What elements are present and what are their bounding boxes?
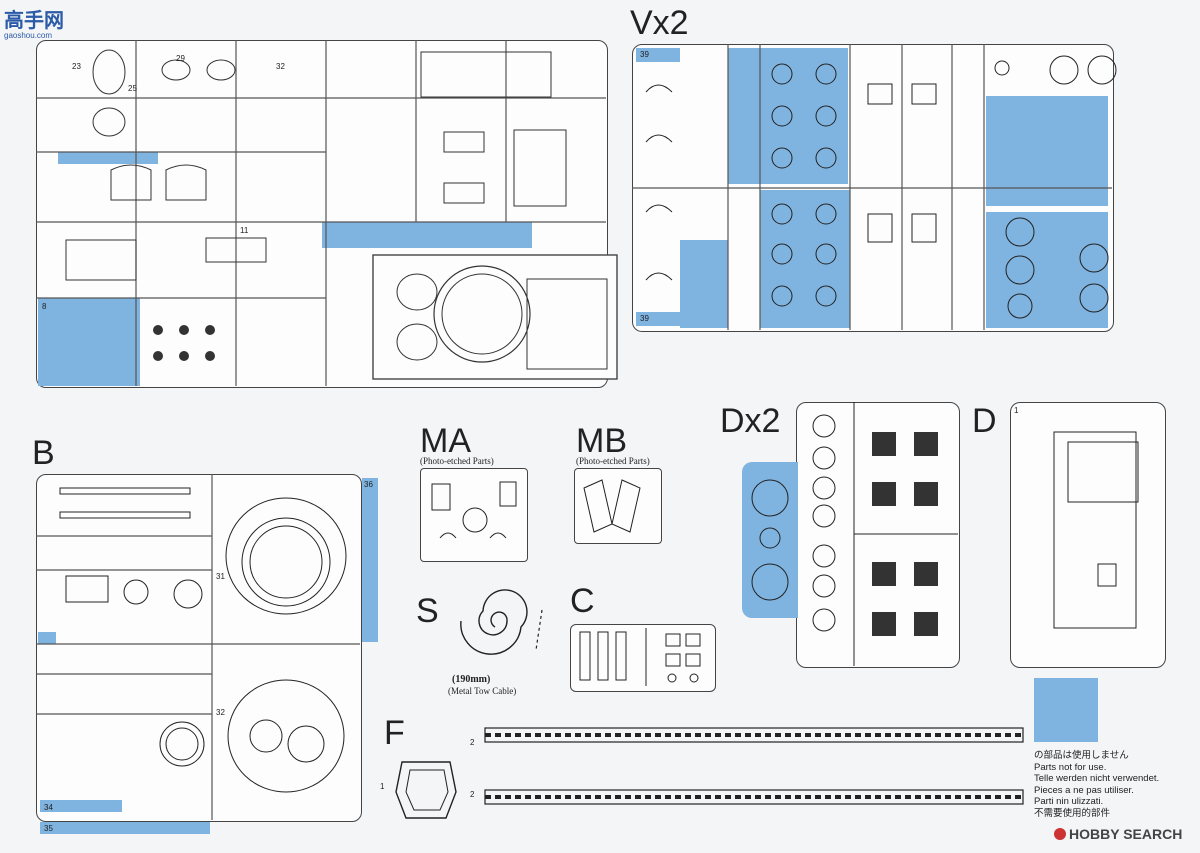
- legend-swatch: [1034, 678, 1098, 742]
- sprue-mb-label: MB: [576, 422, 627, 460]
- legend-text: の部品は使用しません Parts not for use. Telle werd…: [1034, 750, 1159, 819]
- part-number: 31: [216, 572, 225, 581]
- sprue-c-parts: [579, 628, 701, 686]
- sprue-c-label: C: [570, 582, 595, 620]
- sprue-f-label: F: [384, 714, 405, 752]
- part-number: 32: [216, 708, 225, 717]
- sprue-b-unused-11: [38, 632, 56, 644]
- part-number: 25: [128, 84, 137, 93]
- sprue-b-unused-34: [40, 800, 122, 812]
- legend-line-de: Telle werden nicht verwendet.: [1034, 773, 1160, 784]
- sprue-v-unused-3-4: [680, 240, 728, 328]
- sprue-v-frame: [632, 44, 1117, 330]
- part-number: 39: [640, 50, 649, 59]
- tow-cable-desc: (Metal Tow Cable): [448, 686, 517, 696]
- sprue-ma-parts: [431, 481, 517, 539]
- part-number: 1: [380, 782, 385, 791]
- watermark-logo-text: 高手网: [4, 10, 64, 32]
- part-number: 29: [176, 54, 185, 63]
- sprue-c: [570, 624, 716, 692]
- legend-line-ja: の部品は使用しません: [1034, 750, 1129, 761]
- legend-line-it: Parti nin ulizzati.: [1034, 796, 1104, 807]
- legend-line-zh: 不需要使用的部件: [1034, 807, 1111, 819]
- sprue-a-hull: [372, 254, 618, 380]
- part-number: 36: [364, 480, 373, 489]
- sprue-v-label: Vx2: [630, 4, 689, 42]
- sprue-a-unused-part-1: [38, 298, 140, 386]
- part-number: 2: [470, 790, 475, 799]
- part-number: 35: [44, 824, 53, 833]
- track-run-2: [484, 789, 1024, 805]
- hobby-search-text: HOBBY SEARCH: [1069, 826, 1183, 842]
- hobby-search-icon: [1054, 828, 1066, 840]
- sprue-mb-sub: (Photo-etched Parts): [576, 456, 650, 466]
- part-number: 2: [470, 738, 475, 747]
- sprue-d-label: D: [972, 402, 997, 440]
- track-run-1: [484, 727, 1024, 743]
- sprue-ma-sub: (Photo-etched Parts): [420, 456, 494, 466]
- tow-cable: [460, 589, 543, 655]
- part-number: 11: [240, 226, 249, 235]
- sprue-d: [1010, 402, 1166, 668]
- sprue-a-frame: [36, 40, 606, 386]
- track-link: [395, 761, 457, 819]
- hobby-search-logo: HOBBY SEARCH: [1054, 826, 1182, 842]
- sprue-b-unused-36: [362, 478, 378, 642]
- sprue-mb: [574, 468, 662, 544]
- sprue-dx2-parts: [751, 402, 958, 666]
- sprue-d-parts: [1053, 431, 1139, 629]
- sprue-v-unused-39: [636, 48, 680, 62]
- legend-line-fr: Pieces a ne pas utiliser.: [1034, 784, 1134, 796]
- sprue-dx2-label: Dx2: [720, 402, 781, 440]
- sprue-a-unused-66: [58, 152, 158, 164]
- sprue-v-unused-wheels: [728, 48, 848, 184]
- sprue-dx2-unused-sprockets: [742, 462, 798, 618]
- sprue-ma-label: MA: [420, 422, 471, 460]
- part-number: 39: [640, 314, 649, 323]
- part-number: 1: [1014, 406, 1019, 415]
- legend-line-en: Parts not for use.: [1034, 761, 1107, 773]
- part-number: 8: [42, 302, 47, 311]
- sprue-mb-parts: [583, 479, 641, 533]
- sprue-a-unused-strip: [322, 222, 532, 248]
- sprue-b-frame: [36, 474, 360, 820]
- sprue-b: [36, 474, 362, 822]
- sprue-v-unused-39b: [636, 312, 680, 326]
- tow-cable-length: (190mm): [452, 674, 491, 685]
- sprue-b-unused-35: [40, 822, 210, 834]
- watermark-logo: 高手网 gaoshou.com: [4, 4, 64, 40]
- part-number: 23: [72, 62, 81, 71]
- sprue-b-label: B: [32, 434, 55, 472]
- watermark-logo-subtext: gaoshou.com: [4, 31, 53, 40]
- part-number: 32: [276, 62, 285, 71]
- sprue-s-label: S: [416, 592, 439, 630]
- part-number: 34: [44, 803, 53, 812]
